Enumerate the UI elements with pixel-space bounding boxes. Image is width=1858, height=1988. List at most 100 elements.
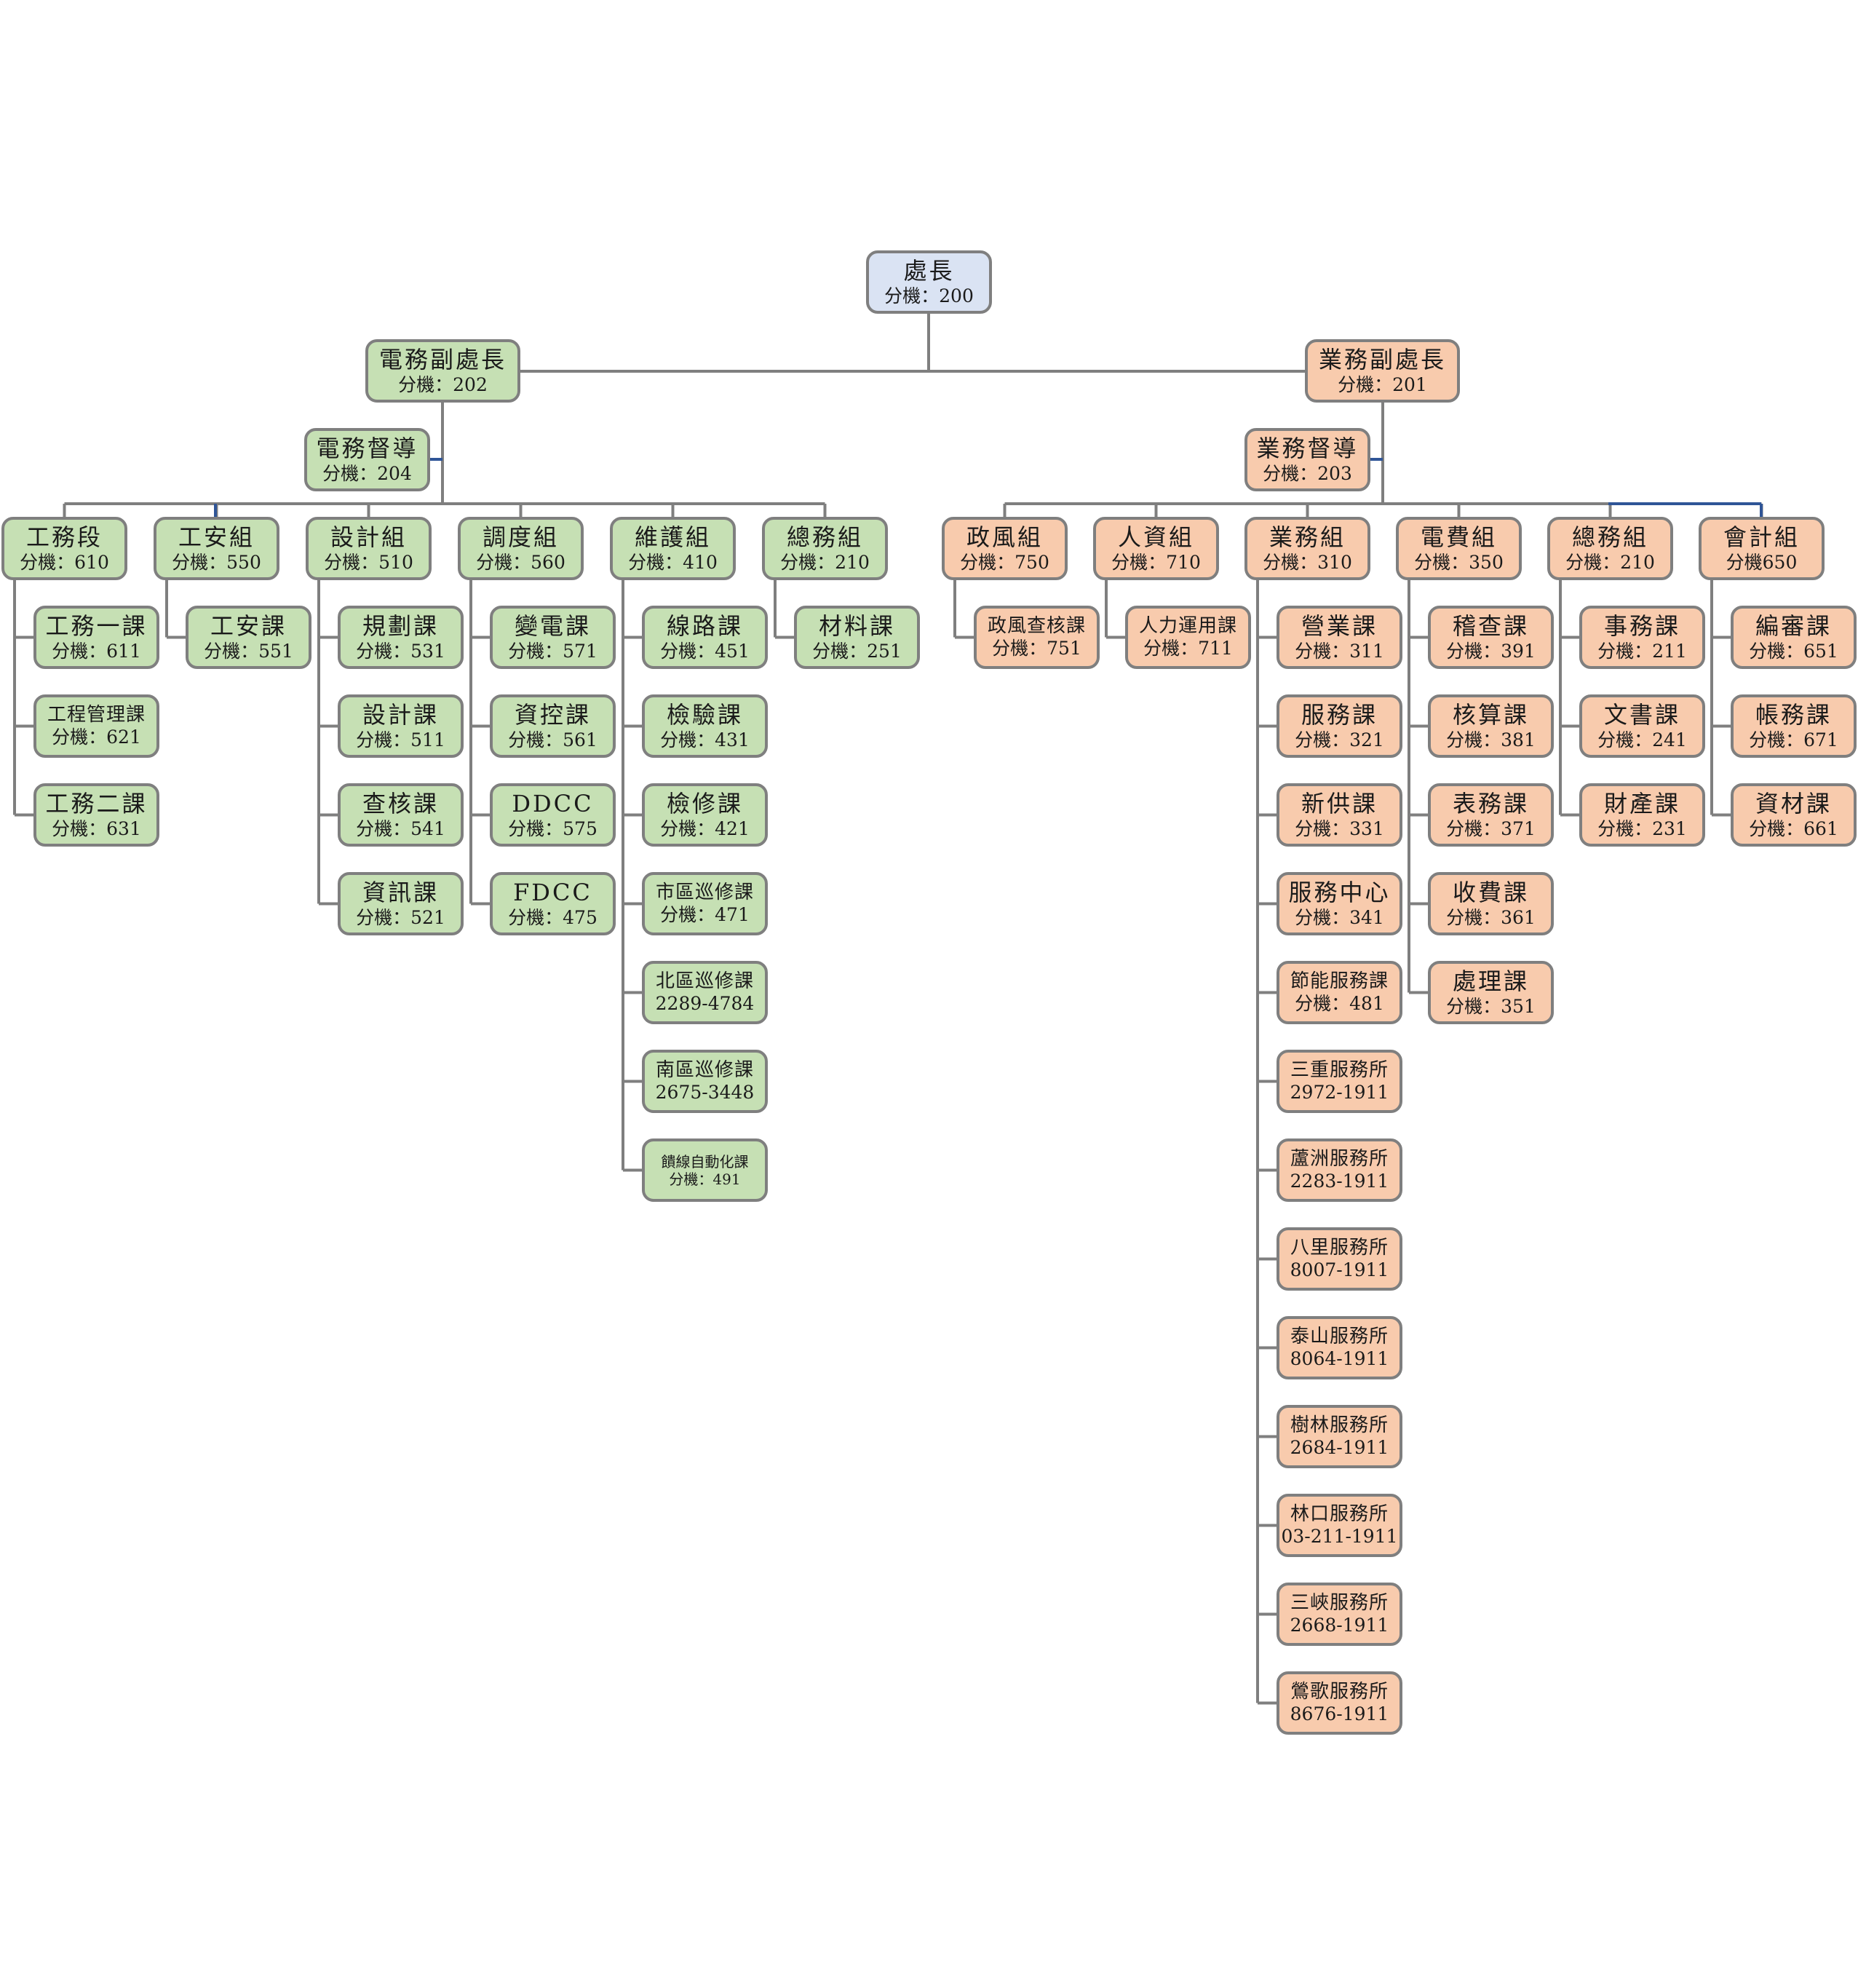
right-group-node[interactable]: 電費組分機：350 — [1396, 517, 1522, 580]
right-section-node[interactable]: 財產課分機：231 — [1579, 783, 1705, 847]
node-title: 三重服務所 — [1290, 1058, 1389, 1081]
left-section-node[interactable]: 材料課分機：251 — [794, 606, 920, 669]
left-section-node[interactable]: 檢驗課分機：431 — [642, 694, 768, 758]
node-extension: 2675-3448 — [655, 1082, 755, 1104]
left-section-node[interactable]: 變電課分機：571 — [490, 606, 616, 669]
node-extension: 分機：521 — [356, 906, 445, 928]
node-title: 工務一課 — [45, 612, 148, 641]
left-section-node[interactable]: 資訊課分機：521 — [338, 872, 464, 935]
node-extension: 分機：210 — [1565, 551, 1655, 573]
node-title: 財產課 — [1603, 790, 1680, 818]
node-extension: 分機：251 — [812, 640, 902, 662]
node-extension: 分機：651 — [1749, 640, 1838, 662]
left-section-node[interactable]: 市區巡修課分機：471 — [642, 872, 768, 935]
director-node[interactable]: 處長 分機：200 — [866, 250, 992, 314]
business-supervisor-node[interactable]: 業務督導 分機：203 — [1244, 428, 1370, 491]
right-group-node[interactable]: 政風組分機：750 — [942, 517, 1068, 580]
node-extension: 分機：571 — [508, 640, 598, 662]
right-group-node[interactable]: 業務組分機：310 — [1244, 517, 1370, 580]
node-extension: 分機：661 — [1749, 817, 1838, 839]
right-section-node[interactable]: 節能服務課分機：481 — [1277, 961, 1402, 1024]
node-title: 處理課 — [1452, 967, 1529, 996]
node-title: 會計組 — [1723, 523, 1800, 552]
node-extension: 2684-1911 — [1290, 1437, 1389, 1459]
left-section-node[interactable]: 查核課分機：541 — [338, 783, 464, 847]
node-title: 文書課 — [1603, 701, 1680, 729]
right-section-node[interactable]: 表務課分機：371 — [1428, 783, 1554, 847]
right-section-node[interactable]: 編審課分機：651 — [1731, 606, 1857, 669]
left-section-node[interactable]: 工務一課分機：611 — [33, 606, 159, 669]
right-section-node[interactable]: 營業課分機：311 — [1277, 606, 1402, 669]
node-title: 總務組 — [786, 523, 863, 552]
left-section-node[interactable]: 工務二課分機：631 — [33, 783, 159, 847]
right-section-node[interactable]: 事務課分機：211 — [1579, 606, 1705, 669]
left-group-node[interactable]: 調度組分機：560 — [458, 517, 584, 580]
right-section-node[interactable]: 服務中心分機：341 — [1277, 872, 1402, 935]
left-group-node[interactable]: 工務段分機：610 — [1, 517, 127, 580]
node-title: 維護組 — [634, 523, 711, 552]
right-section-node[interactable]: 核算課分機：381 — [1428, 694, 1554, 758]
node-title: 政風組 — [966, 523, 1043, 552]
right-section-node[interactable]: 帳務課分機：671 — [1731, 694, 1857, 758]
right-section-node[interactable]: 服務課分機：321 — [1277, 694, 1402, 758]
node-extension: 分機：371 — [1446, 817, 1536, 839]
node-extension: 分機：710 — [1111, 551, 1201, 573]
node-title: 資控課 — [514, 701, 591, 729]
right-group-node[interactable]: 總務組分機：210 — [1547, 517, 1673, 580]
right-section-node[interactable]: 收費課分機：361 — [1428, 872, 1554, 935]
node-extension: 分機：351 — [1446, 995, 1536, 1017]
left-section-node[interactable]: 設計課分機：511 — [338, 694, 464, 758]
node-extension: 2283-1911 — [1290, 1171, 1389, 1192]
node-extension: 分機：241 — [1597, 729, 1687, 751]
node-title: 工務二課 — [45, 790, 148, 818]
right-section-node[interactable]: 政風查核課分機：751 — [974, 606, 1100, 669]
node-title: 檢修課 — [666, 790, 743, 818]
right-section-node[interactable]: 新供課分機：331 — [1277, 783, 1402, 847]
right-group-node[interactable]: 人資組分機：710 — [1093, 517, 1219, 580]
left-group-node[interactable]: 工安組分機：550 — [154, 517, 279, 580]
right-section-node[interactable]: 資材課分機：661 — [1731, 783, 1857, 847]
left-group-node[interactable]: 維護組分機：410 — [610, 517, 736, 580]
node-extension: 分機：541 — [356, 817, 445, 839]
right-group-node[interactable]: 會計組分機650 — [1699, 517, 1825, 580]
left-section-node[interactable]: 資控課分機：561 — [490, 694, 616, 758]
node-extension: 分機：204 — [322, 462, 412, 484]
node-title: 林口服務所 — [1290, 1502, 1389, 1525]
node-extension: 分機：321 — [1295, 729, 1384, 751]
node-title: 帳務課 — [1755, 701, 1832, 729]
left-section-node[interactable]: 線路課分機：451 — [642, 606, 768, 669]
left-section-node[interactable]: 饋線自動化課分機：491 — [642, 1138, 768, 1202]
left-section-node[interactable]: 規劃課分機：531 — [338, 606, 464, 669]
right-section-node[interactable]: 處理課分機：351 — [1428, 961, 1554, 1024]
node-extension: 分機：481 — [1295, 993, 1384, 1015]
left-section-node[interactable]: 工安課分機：551 — [186, 606, 311, 669]
node-title: 饋線自動化課 — [661, 1152, 749, 1171]
engineering-supervisor-node[interactable]: 電務督導 分機：204 — [304, 428, 430, 491]
right-section-node[interactable]: 文書課分機：241 — [1579, 694, 1705, 758]
node-title: 工安課 — [210, 612, 287, 641]
left-section-node[interactable]: 檢修課分機：421 — [642, 783, 768, 847]
business-deputy-node[interactable]: 業務副處長 分機：201 — [1305, 339, 1460, 403]
node-title: 工務段 — [25, 523, 103, 552]
left-group-node[interactable]: 總務組分機：210 — [762, 517, 888, 580]
node-title: 線路課 — [666, 612, 743, 641]
node-extension: 分機：751 — [992, 638, 1081, 660]
left-section-node[interactable]: 工程管理課分機：621 — [33, 694, 159, 758]
engineering-deputy-node[interactable]: 電務副處長 分機：202 — [365, 339, 520, 403]
left-group-node[interactable]: 設計組分機：510 — [306, 517, 432, 580]
right-section-node[interactable]: 人力運用課分機：711 — [1125, 606, 1251, 669]
right-section-node[interactable]: 稽查課分機：391 — [1428, 606, 1554, 669]
node-title: 表務課 — [1452, 790, 1529, 818]
